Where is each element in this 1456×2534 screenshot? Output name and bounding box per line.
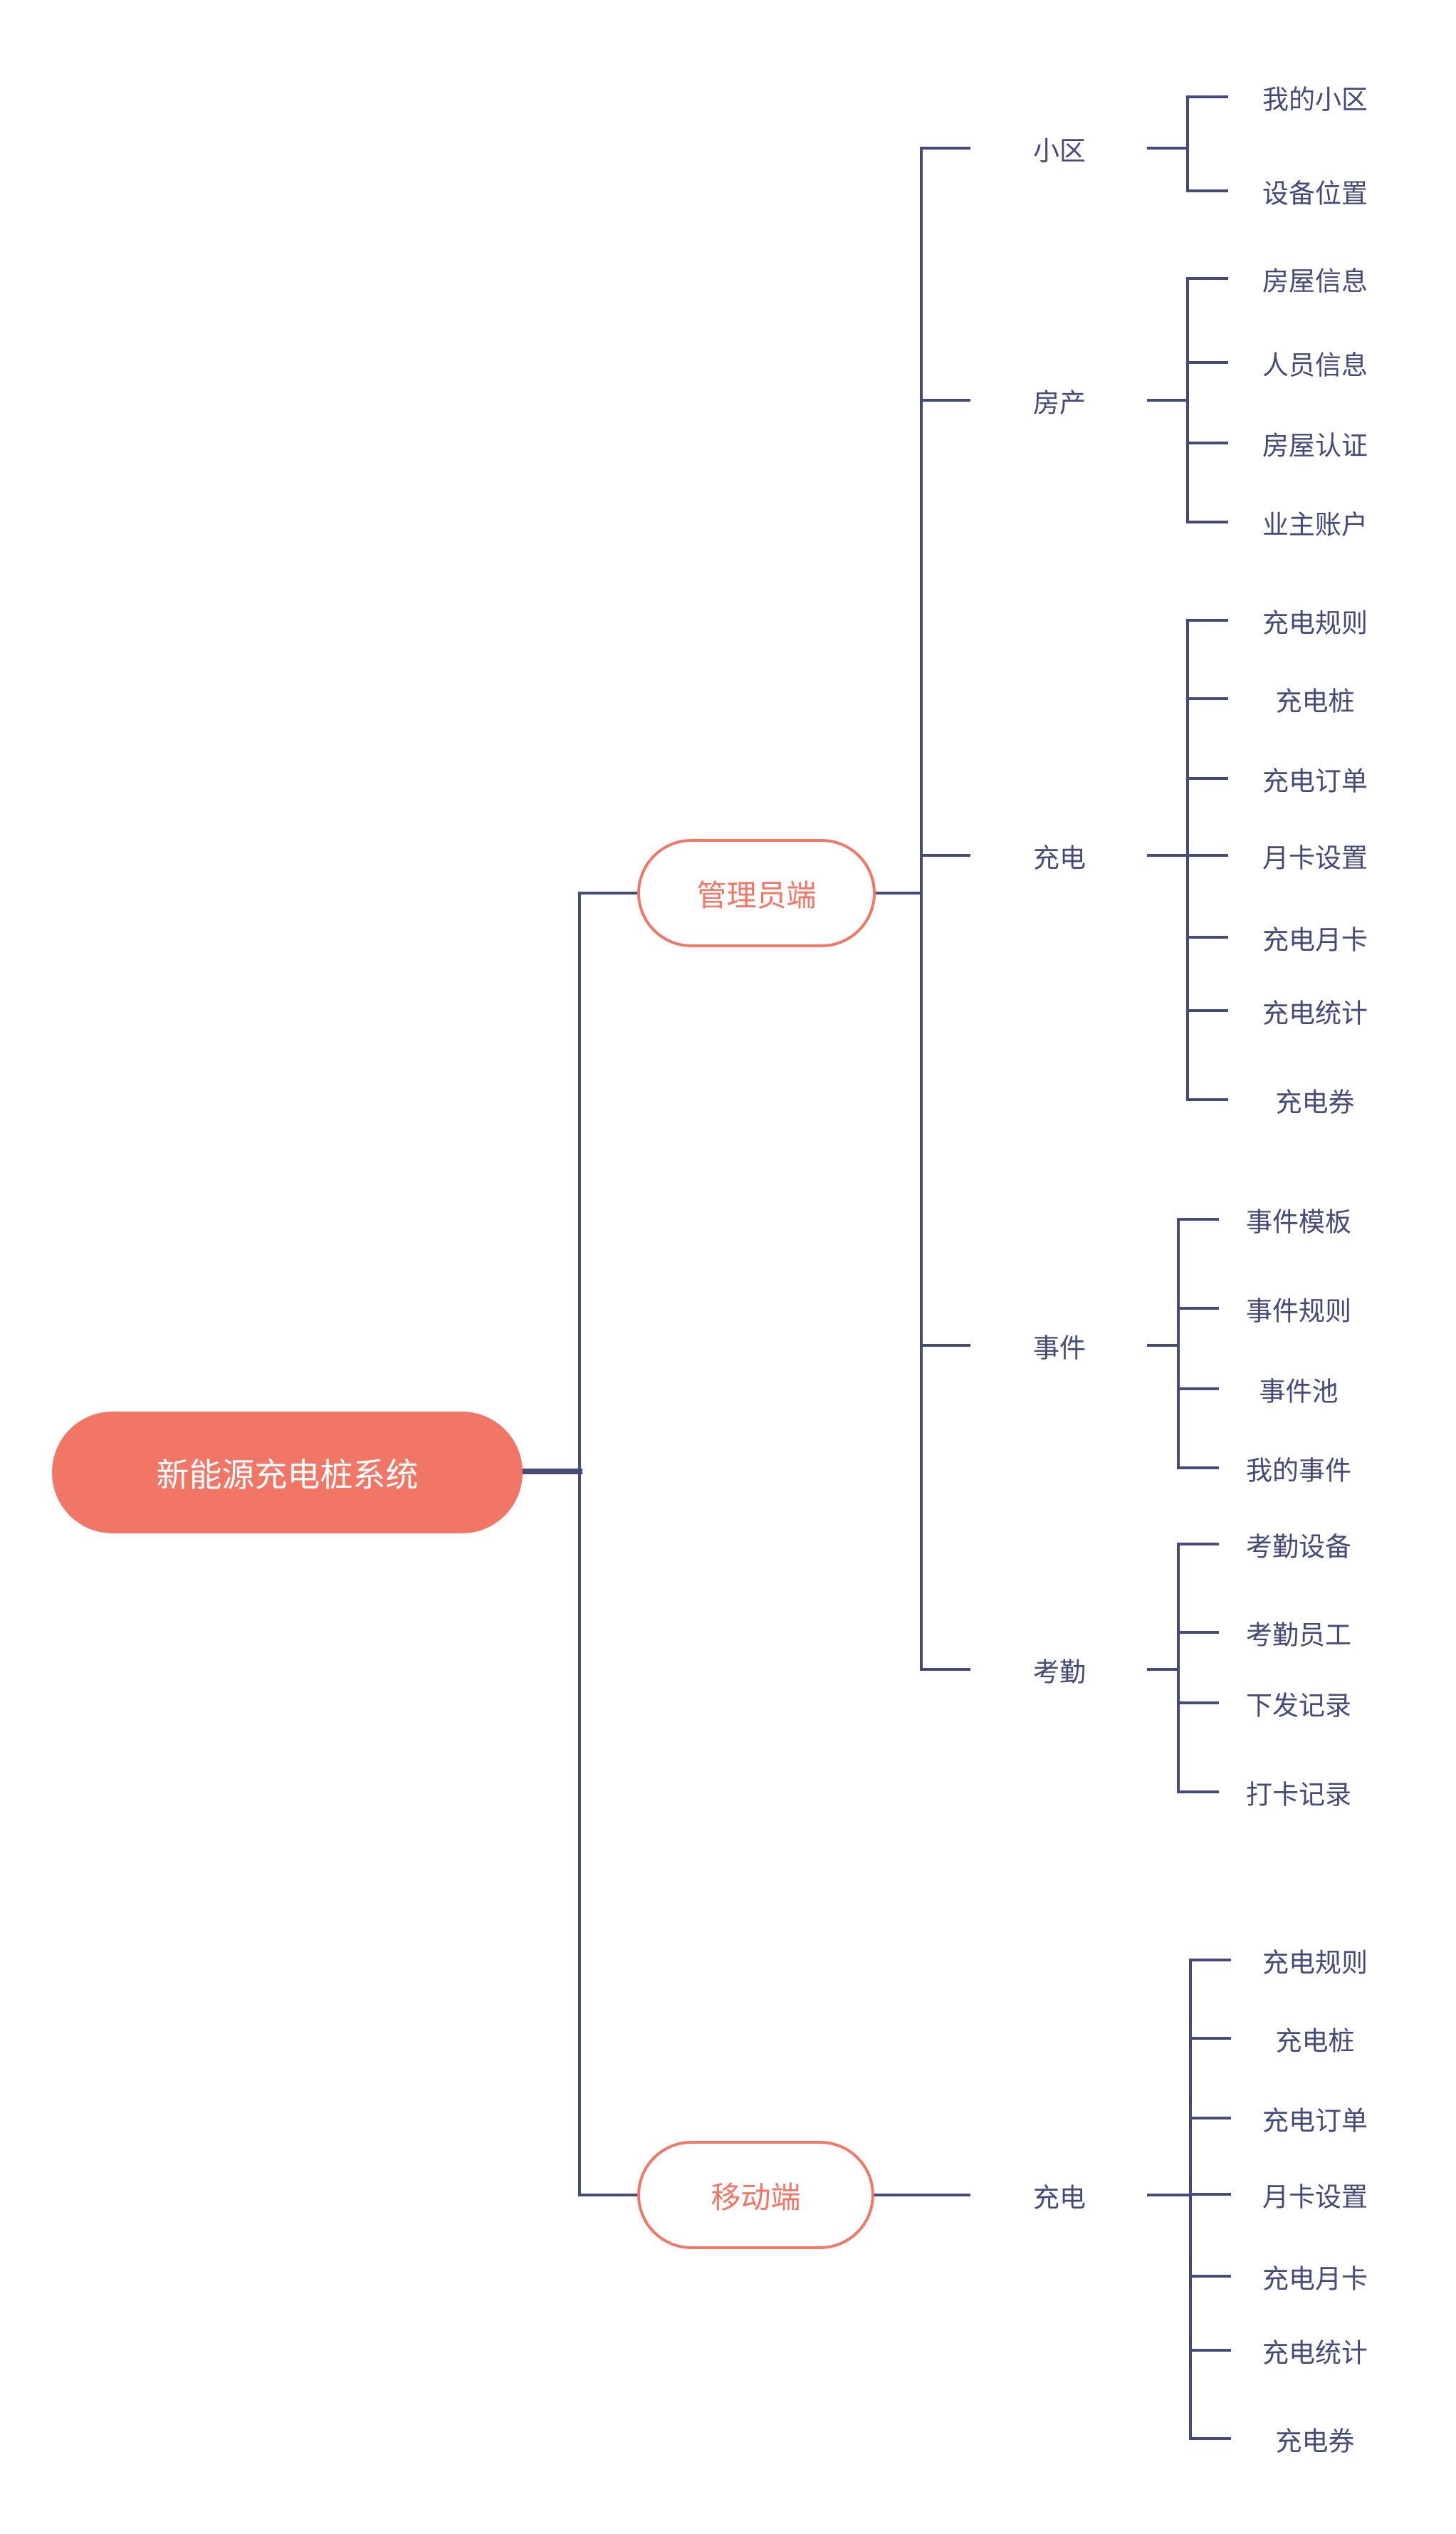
subtopic-label[interactable]: 事件 [1033,1333,1086,1364]
branch-node-label: 管理员端 [696,877,817,913]
leaf-label[interactable]: 充电订单 [1262,2105,1368,2137]
subtopic-label[interactable]: 充电 [1033,2182,1086,2214]
leaf-label[interactable]: 打卡记录 [1246,1779,1351,1810]
leaf-label[interactable]: 房屋信息 [1262,266,1368,297]
leaf-label[interactable]: 人员信息 [1262,350,1368,381]
subtopic-label[interactable]: 小区 [1033,135,1086,167]
leaf-label[interactable]: 充电规则 [1262,1947,1368,1978]
branch-node-mobile[interactable]: 移动端 [637,2141,874,2249]
leaf-label[interactable]: 月卡设置 [1262,843,1368,874]
leaf-label[interactable]: 充电统计 [1262,998,1368,1029]
leaf-label[interactable]: 考勤设备 [1246,1531,1351,1563]
leaf-label[interactable]: 我的小区 [1262,84,1368,115]
leaf-label[interactable]: 充电规则 [1262,608,1368,639]
leaf-label[interactable]: 事件模板 [1246,1206,1351,1238]
leaf-label[interactable]: 充电订单 [1262,766,1368,797]
subtopic-label[interactable]: 房产 [1033,387,1086,419]
leaf-label[interactable]: 充电券 [1275,1087,1355,1118]
leaf-label[interactable]: 下发记录 [1246,1690,1351,1721]
leaf-label[interactable]: 事件规则 [1246,1295,1351,1327]
leaf-label[interactable]: 充电月卡 [1262,2263,1368,2295]
leaf-label[interactable]: 事件池 [1259,1376,1339,1407]
leaf-label[interactable]: 房屋认证 [1262,430,1368,462]
branch-node-admin[interactable]: 管理员端 [637,839,876,947]
root-node[interactable]: 新能源充电桩系统 [52,1412,523,1533]
subtopic-label[interactable]: 考勤 [1033,1657,1086,1688]
branch-node-label: 移动端 [711,2179,801,2215]
leaf-label[interactable]: 充电统计 [1262,2337,1368,2369]
leaf-label[interactable]: 考勤员工 [1246,1620,1351,1651]
leaf-label[interactable]: 设备位置 [1262,178,1368,209]
leaf-label[interactable]: 充电月卡 [1262,924,1368,956]
leaf-label[interactable]: 充电桩 [1275,2025,1355,2057]
root-node-label: 新能源充电桩系统 [156,1455,419,1494]
leaf-label[interactable]: 业主账户 [1262,509,1368,541]
leaf-label[interactable]: 充电券 [1275,2426,1355,2457]
subtopic-label[interactable]: 充电 [1033,843,1086,874]
leaf-label[interactable]: 我的事件 [1246,1455,1351,1486]
leaf-label[interactable]: 充电桩 [1275,686,1355,717]
leaf-label[interactable]: 月卡设置 [1262,2181,1368,2213]
